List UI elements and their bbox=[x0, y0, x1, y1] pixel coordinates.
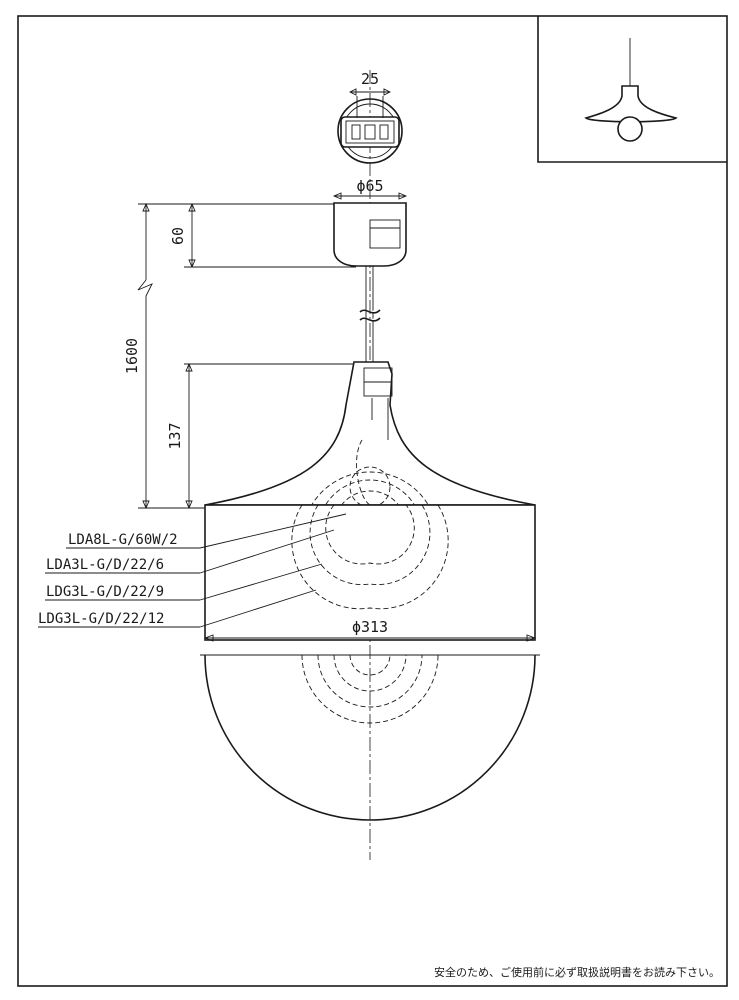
shade-height-dim: 137 bbox=[166, 422, 184, 449]
drawing-frame bbox=[17, 15, 728, 987]
lamp-model-4: LDG3L-G/D/22/12 bbox=[38, 611, 164, 627]
lamp-model-3: LDG3L-G/D/22/9 bbox=[46, 584, 164, 600]
product-thumbnail bbox=[537, 16, 727, 163]
canopy-top-view bbox=[337, 88, 403, 164]
height-dimensions bbox=[137, 202, 356, 510]
lamp-model-2: LDA3L-G/D/22/6 bbox=[46, 557, 164, 573]
lamp-model-1: LDA8L-G/60W/2 bbox=[68, 532, 178, 548]
canopy-height-dim: 60 bbox=[169, 227, 187, 245]
footer-note: 安全のため、ご使用前に必ず取扱説明書をお読み下さい。 bbox=[434, 965, 720, 979]
pendant-cord bbox=[359, 266, 381, 362]
cord-length-dim: 1600 bbox=[123, 338, 141, 374]
canopy-side-view bbox=[333, 202, 407, 267]
shade-side-view bbox=[204, 361, 536, 641]
lamp-leaders bbox=[38, 513, 347, 628]
shade-diameter-dim: ϕ313 bbox=[352, 618, 388, 636]
canopy-diameter-dim: ϕ65 bbox=[356, 177, 383, 195]
shade-bottom-view bbox=[200, 654, 540, 821]
socket-width-dim: 25 bbox=[361, 70, 379, 88]
